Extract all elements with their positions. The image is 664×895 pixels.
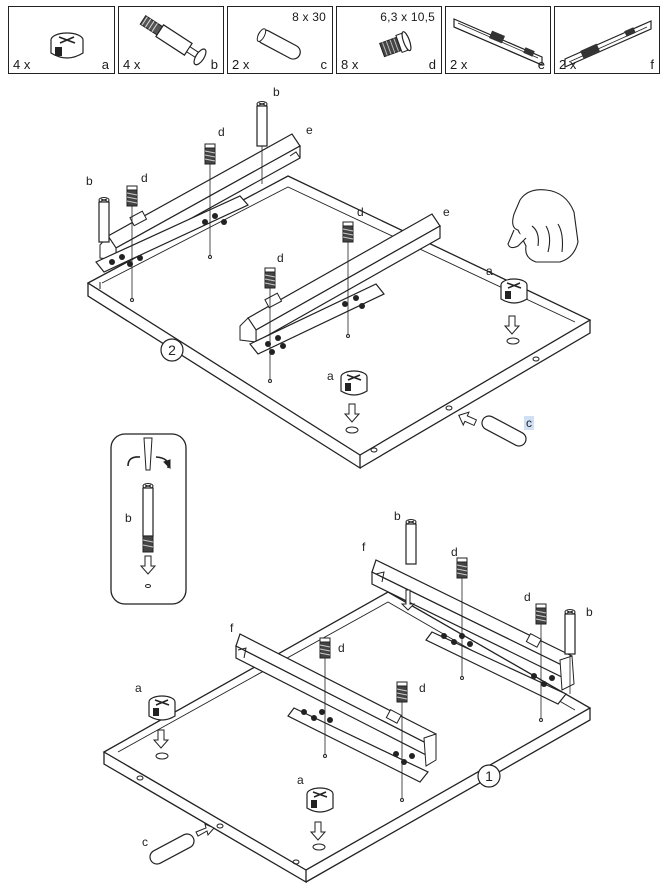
label-d: d bbox=[419, 681, 426, 695]
part-qty: 4 x bbox=[13, 57, 31, 72]
label-d: d bbox=[451, 545, 458, 559]
step-1-assembly: b f d d b f d d a a c 1 bbox=[102, 509, 593, 884]
part-letter: e bbox=[537, 57, 545, 72]
label-c: c bbox=[142, 835, 148, 849]
part-letter: f bbox=[650, 57, 654, 72]
drawer-runner-left-icon bbox=[453, 18, 543, 66]
label-d: d bbox=[357, 205, 364, 219]
part-qty: 8 x bbox=[341, 57, 359, 72]
part-qty: 4 x bbox=[123, 57, 141, 72]
label-a: a bbox=[486, 264, 493, 278]
label-a: a bbox=[297, 773, 304, 787]
bolt-detail-callout: b bbox=[110, 433, 187, 605]
part-letter: c bbox=[320, 57, 328, 72]
wooden-dowel-icon bbox=[256, 28, 301, 60]
part-letter: b bbox=[210, 57, 218, 72]
runner-e-center bbox=[239, 213, 441, 355]
runner-f-center bbox=[235, 633, 437, 783]
label-f: f bbox=[230, 621, 234, 635]
part-box-c: 8 x 30 2 x c bbox=[227, 6, 333, 74]
step-2-assembly: b d e b d d e d a a c 2 bbox=[86, 85, 592, 470]
part-qty: 2 x bbox=[232, 57, 250, 72]
part-spec: 8 x 30 bbox=[292, 10, 326, 24]
label-f: f bbox=[362, 540, 366, 554]
label-c: c bbox=[526, 416, 532, 430]
drawer-runner-right-icon bbox=[564, 20, 652, 68]
label-d: d bbox=[338, 641, 345, 655]
label-b: b bbox=[273, 85, 280, 99]
cam-lock-icon bbox=[50, 32, 84, 59]
part-letter: d bbox=[428, 57, 436, 72]
part-box-a: 4 x a bbox=[8, 6, 115, 74]
label-b: b bbox=[86, 174, 93, 188]
label-d: d bbox=[141, 171, 148, 185]
label-a: a bbox=[135, 681, 142, 695]
step-badge bbox=[160, 338, 184, 362]
dowel-c-top bbox=[458, 411, 527, 447]
hand-icon bbox=[507, 189, 579, 263]
label-d: d bbox=[218, 125, 225, 139]
dowel-c-bottom bbox=[149, 823, 215, 865]
step-number: 1 bbox=[485, 768, 493, 784]
label-b: b bbox=[586, 605, 593, 619]
part-letter: a bbox=[101, 57, 109, 72]
part-box-d: 6,3 x 10,5 8 x d bbox=[336, 6, 442, 74]
step-number: 2 bbox=[168, 342, 176, 358]
part-qty: 2 x bbox=[450, 57, 468, 72]
runner-f-right bbox=[371, 559, 575, 705]
connecting-bolt-icon bbox=[139, 14, 207, 66]
label-c-highlight bbox=[524, 416, 534, 430]
label-a: a bbox=[327, 369, 334, 383]
part-box-f: 2 x f bbox=[554, 6, 660, 74]
part-spec: 6,3 x 10,5 bbox=[380, 10, 435, 24]
part-box-b: 4 x b bbox=[118, 6, 224, 74]
euro-screw-icon bbox=[379, 31, 412, 58]
label-e: e bbox=[443, 205, 450, 219]
part-qty: 2 x bbox=[559, 57, 577, 72]
label-d: d bbox=[524, 590, 531, 604]
label-b: b bbox=[394, 509, 401, 523]
label-d: d bbox=[277, 251, 284, 265]
label-e: e bbox=[306, 123, 313, 137]
label-b: b bbox=[125, 511, 132, 525]
step-badge bbox=[477, 764, 501, 788]
part-box-e: 2 x e bbox=[445, 6, 551, 74]
